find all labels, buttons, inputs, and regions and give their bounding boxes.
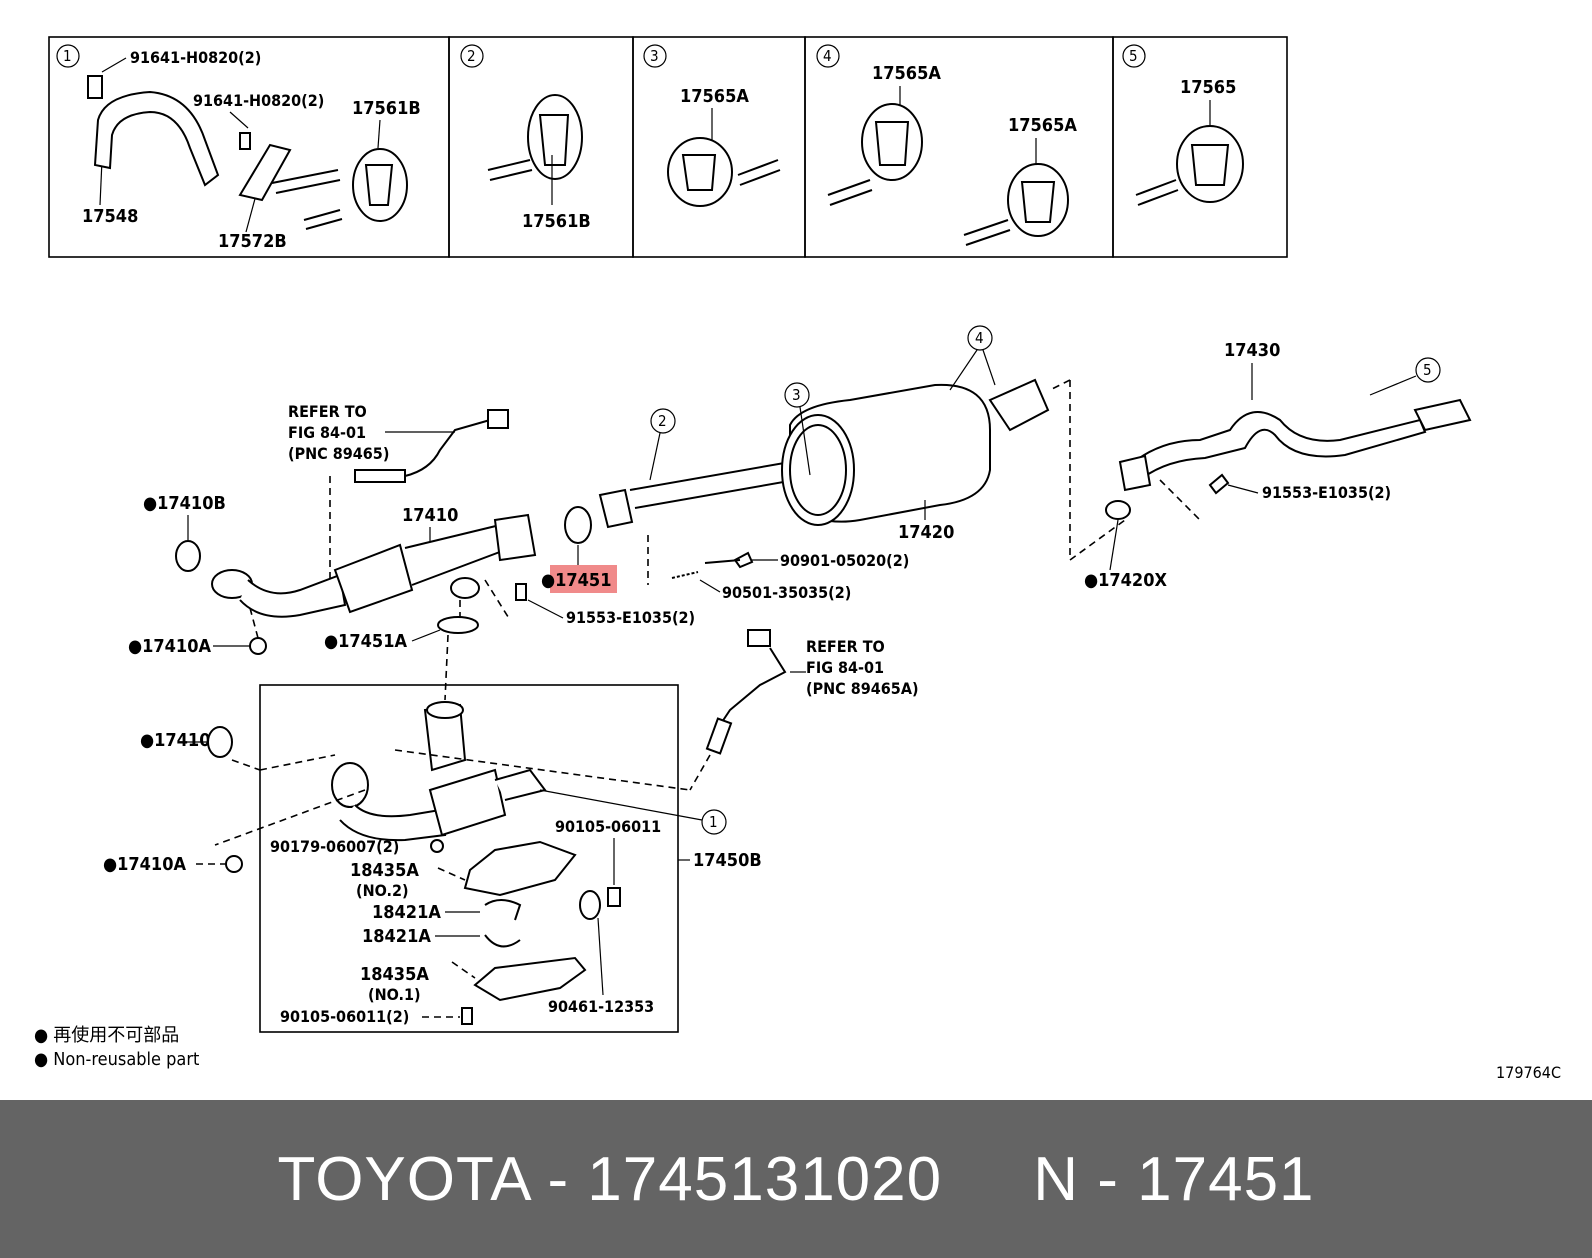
part-label: ●17410B (140, 730, 223, 751)
gasket-17451: ●17451 (541, 506, 617, 593)
part-label: 18435A (350, 860, 419, 881)
part-label: ●17451A (324, 631, 407, 652)
part-label: 17420 (898, 522, 954, 543)
part-label: 18421A (372, 902, 441, 923)
part-label: 17565A (1008, 115, 1077, 136)
part-label: ●17410B (143, 493, 226, 514)
figure-code: 179764C (1496, 1063, 1561, 1082)
part-label: 17410 (402, 505, 458, 526)
inset-box-2: 2 17561B (448, 36, 634, 258)
part-label: 18421A (362, 926, 431, 947)
o2-sensor-upper: REFER TO FIG 84-01 (PNC 89465) (288, 402, 509, 590)
exhaust-parts-diagram: 1 91641-H0820(2) 91641-H0820(2) 17561B 1… (34, 36, 1561, 1082)
part-label: 17561B (352, 98, 421, 119)
circled-number: 2 (467, 47, 476, 65)
part-label: 17561B (522, 211, 591, 232)
tail-pipe-17430: 17430 5 ●17420X 91553-E1035(2) (1049, 340, 1472, 591)
circled-number: 4 (823, 47, 832, 65)
refer-text: (PNC 89465A) (806, 679, 919, 698)
part-label: 91641-H0820(2) (130, 48, 261, 67)
circled-number: 3 (650, 47, 659, 65)
part-label: 17450B (693, 850, 762, 871)
inset-box-1: 1 91641-H0820(2) 91641-H0820(2) 17561B 1… (48, 36, 450, 258)
part-label: 17548 (82, 206, 138, 227)
circled-number: 1 (709, 813, 718, 831)
refer-text: FIG 84-01 (288, 423, 366, 442)
part-label-highlighted: ●17451 (541, 570, 611, 591)
legend: ● 再使用不可部品 ● Non-reusable part (34, 1025, 199, 1070)
part-label: 90461-12353 (548, 997, 654, 1016)
refer-text: FIG 84-01 (806, 658, 884, 677)
part-label: 90179-06007(2) (270, 837, 399, 856)
part-label: 90105-06011(2) (280, 1007, 409, 1026)
part-label: 91553-E1035(2) (1262, 483, 1391, 502)
inset-box-4: 4 17565A 17565A (804, 36, 1114, 258)
part-label: 17565 (1180, 77, 1236, 98)
sub-assembly-17450B: ●17410B 1 ●17410A 90179-06007(2) 18435A … (103, 634, 762, 1033)
part-label: 18435A (360, 964, 429, 985)
footer-bar: TOYOTA - 1745131020 N - 17451 (0, 1100, 1592, 1258)
o2-sensor-lower: REFER TO FIG 84-01 (PNC 89465A) (689, 629, 919, 791)
inset-box-3: 3 17565A (632, 36, 806, 258)
part-label: 90105-06011 (555, 817, 661, 836)
highlight-box (550, 565, 617, 593)
circled-number: 5 (1423, 361, 1432, 379)
part-label: 17572B (218, 231, 287, 252)
part-label: (NO.2) (356, 881, 409, 900)
part-label: 17430 (1224, 340, 1280, 361)
part-label: ●17410A (128, 636, 211, 657)
part-label: ●17410A (103, 854, 186, 875)
circled-number: 5 (1129, 47, 1138, 65)
part-number-caption: TOYOTA - 1745131020 N - 17451 (277, 1144, 1315, 1214)
circled-number: 4 (975, 329, 984, 347)
part-label: 91641-H0820(2) (193, 91, 324, 110)
part-label: 90901-05020(2) (780, 551, 909, 570)
part-label: 90501-35035(2) (722, 583, 851, 602)
part-label: 17565A (872, 63, 941, 84)
inset-box-5: 5 17565 (1112, 36, 1288, 258)
circled-number: 1 (63, 47, 72, 65)
bracket-17548 (93, 90, 220, 187)
part-label: 91553-E1035(2) (566, 608, 695, 627)
front-pipe-17410: ●17410B 17410 ●17410A ●17451A 91553-E103… (128, 493, 695, 657)
circled-number: 2 (658, 412, 667, 430)
part-label: 17565A (680, 86, 749, 107)
circled-number: 3 (792, 386, 801, 404)
part-label: (NO.1) (368, 985, 421, 1004)
refer-text: (PNC 89465) (288, 444, 389, 463)
center-pipe-17420: 2 3 4 17420 90901-05020(2) 90501-35035(2… (598, 325, 1050, 602)
refer-text: REFER TO (288, 402, 367, 421)
refer-text: REFER TO (806, 637, 885, 656)
part-label: ●17420X (1084, 570, 1167, 591)
legend-item-japanese: ● 再使用不可部品 (34, 1025, 179, 1046)
legend-item-english: ● Non-reusable part (34, 1049, 199, 1070)
